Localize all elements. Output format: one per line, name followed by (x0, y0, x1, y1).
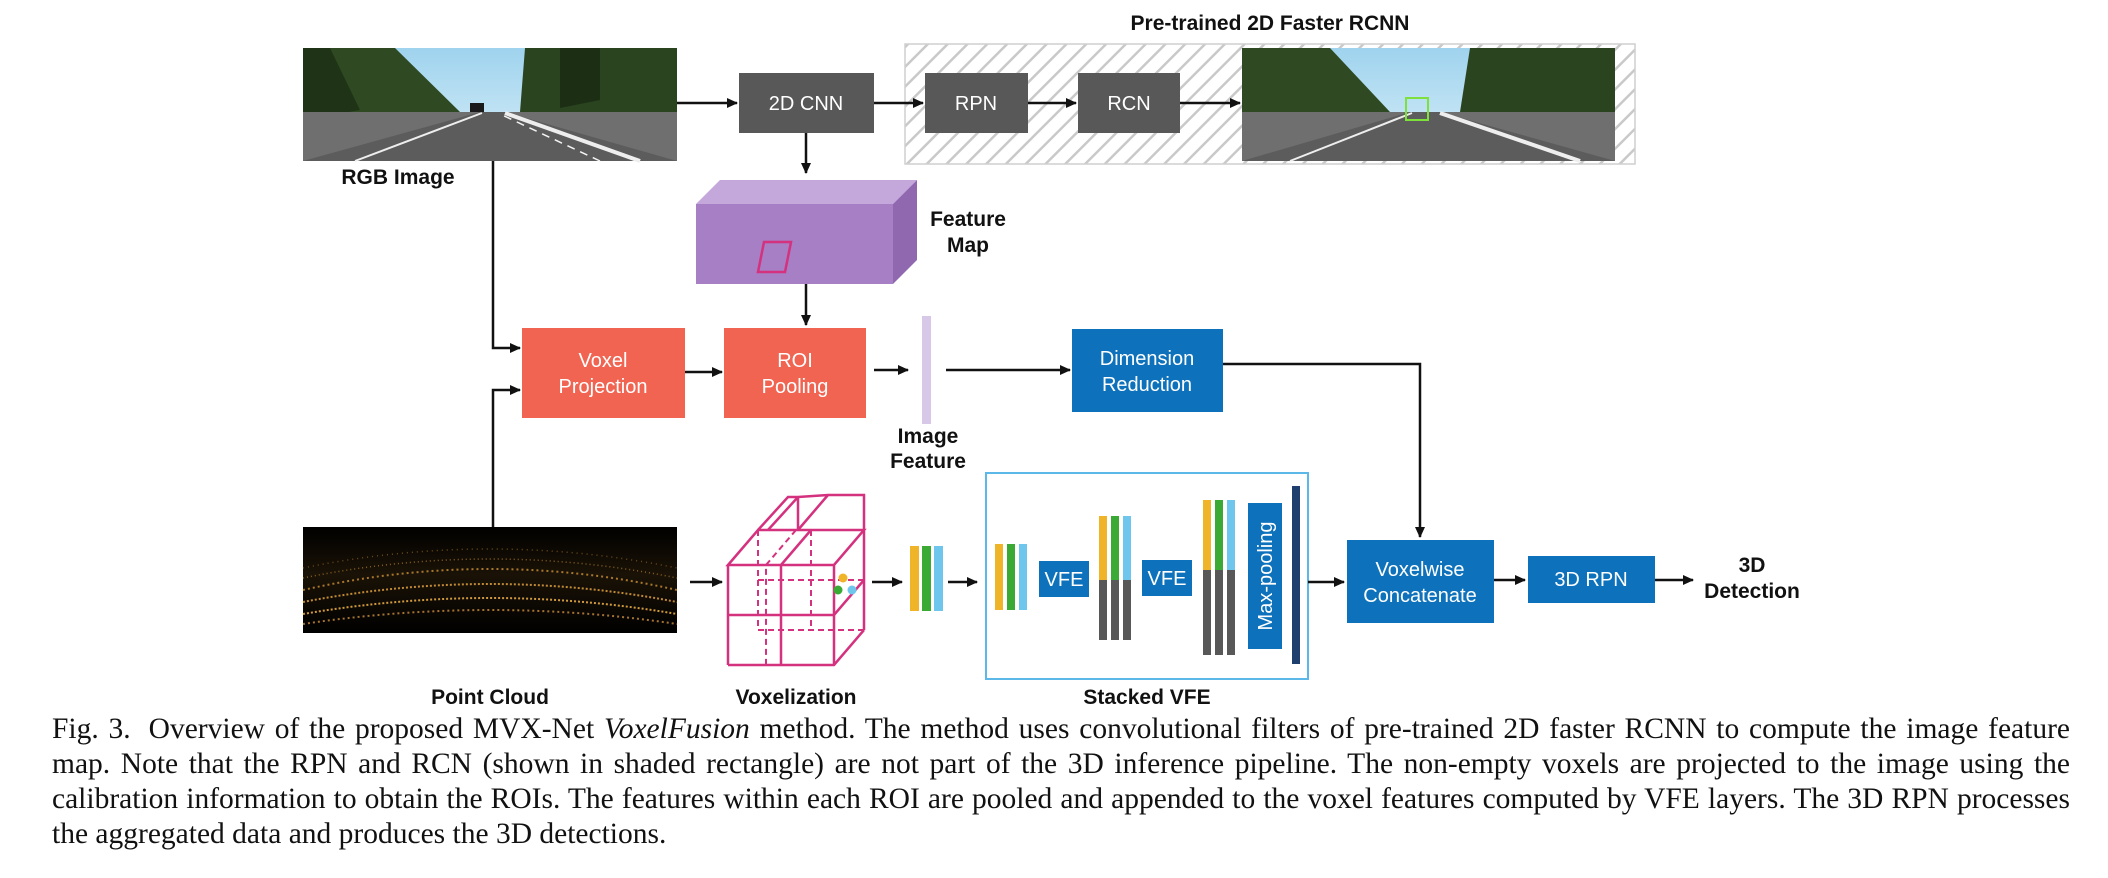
feature-map-label-2: Map (947, 234, 989, 257)
voxel-projection-label-1: Voxel (579, 350, 628, 372)
vfe-input-green (1007, 544, 1015, 610)
vfe-1-out-green (1111, 516, 1119, 580)
cnn-2d-label: 2D CNN (769, 93, 843, 115)
point-cloud-image (302, 527, 678, 633)
voxel-point-yellow (838, 573, 848, 583)
voxel-point-green (833, 585, 843, 595)
rpn-label: RPN (955, 93, 997, 115)
vfe-1-label: VFE (1045, 569, 1084, 591)
image-feature-label-2: Feature (890, 450, 966, 473)
voxelwise-concat-box (1347, 540, 1494, 623)
point-feature-green (922, 546, 931, 611)
rgb-image (303, 48, 677, 163)
vfe-2-out-gray-2 (1215, 570, 1223, 655)
max-pooling-label: Max-pooling (1255, 522, 1277, 631)
vfe-2-out-blue (1227, 500, 1235, 570)
vfe-1-out-gray-1 (1099, 580, 1107, 640)
rcn-label: RCN (1107, 93, 1150, 115)
caption-text-after: method. The method uses convolutional fi… (52, 713, 2070, 850)
dimension-reduction-label-1: Dimension (1100, 348, 1194, 370)
point-cloud-label: Point Cloud (431, 686, 549, 709)
point-feature-yellow (910, 546, 919, 611)
vfe-input-blue (1019, 544, 1027, 610)
vfe-1-out-blue (1123, 516, 1131, 580)
arrow-dimred-to-concat (1223, 362, 1425, 538)
caption-method-name: VoxelFusion (603, 713, 750, 745)
caption-text-before: Overview of the proposed MVX-Net (148, 713, 595, 745)
rpn-3d-label: 3D RPN (1554, 569, 1627, 591)
vfe-2-box (1142, 560, 1192, 596)
detection-label-2: Detection (1704, 580, 1800, 603)
roi-pooling-box (724, 328, 866, 418)
vfe-1-out-yellow (1099, 516, 1107, 580)
roi-pooling-label-2: Pooling (762, 376, 829, 398)
cnn-2d-box (739, 73, 874, 133)
stacked-vfe-region (985, 472, 1309, 680)
arrow-pointcloud-to-voxelprojection (491, 385, 521, 527)
detection-output-image (1242, 48, 1615, 163)
stacked-vfe-label: Stacked VFE (1083, 686, 1210, 709)
detection-box (1405, 97, 1429, 121)
feature-map-label-1: Feature (930, 208, 1006, 231)
voxelwise-concat-label-2: Concatenate (1363, 585, 1476, 607)
max-pooling-box (1248, 503, 1282, 649)
caption-fig-label: Fig. 3. (52, 713, 131, 745)
voxel-point-blue (847, 585, 857, 595)
vfe-1-box (1039, 561, 1089, 597)
voxel-projection-label-2: Projection (559, 376, 648, 398)
pretrained-title: Pre-trained 2D Faster RCNN (1131, 12, 1410, 35)
point-feature-blue (934, 546, 943, 611)
roi-pooling-label-1: ROI (777, 350, 813, 372)
dimension-reduction-label-2: Reduction (1102, 374, 1192, 396)
voxelwise-concat-label-1: Voxelwise (1376, 559, 1465, 581)
vfe-2-label: VFE (1148, 568, 1187, 590)
vfe-2-out-gray-3 (1227, 570, 1235, 655)
vfe-1-out-gray-2 (1111, 580, 1119, 640)
arrow-image-to-voxelprojection (491, 161, 521, 353)
image-feature-bar (922, 316, 931, 424)
vfe-1-out-gray-3 (1123, 580, 1131, 640)
image-feature-label-1: Image (898, 425, 959, 448)
rpn-box (925, 73, 1028, 133)
voxel-projection-box (522, 328, 685, 418)
figure-caption: Fig. 3.Overview of the proposed MVX-Net … (52, 712, 2070, 852)
rgb-image-label: RGB Image (341, 166, 454, 189)
dimension-reduction-box (1072, 329, 1223, 412)
rpn-3d-box (1528, 556, 1655, 603)
rcn-box (1078, 73, 1180, 133)
vfe-2-out-green (1215, 500, 1223, 570)
detection-label-1: 3D (1739, 554, 1766, 577)
vfe-2-out-gray-1 (1203, 570, 1211, 655)
roi-parallelogram (756, 240, 793, 274)
vfe-input-yellow (995, 544, 1003, 610)
voxelization-label: Voxelization (736, 686, 857, 709)
voxel-feature-bar (1292, 486, 1300, 664)
feature-map-block (696, 180, 917, 284)
vfe-2-out-yellow (1203, 500, 1211, 570)
